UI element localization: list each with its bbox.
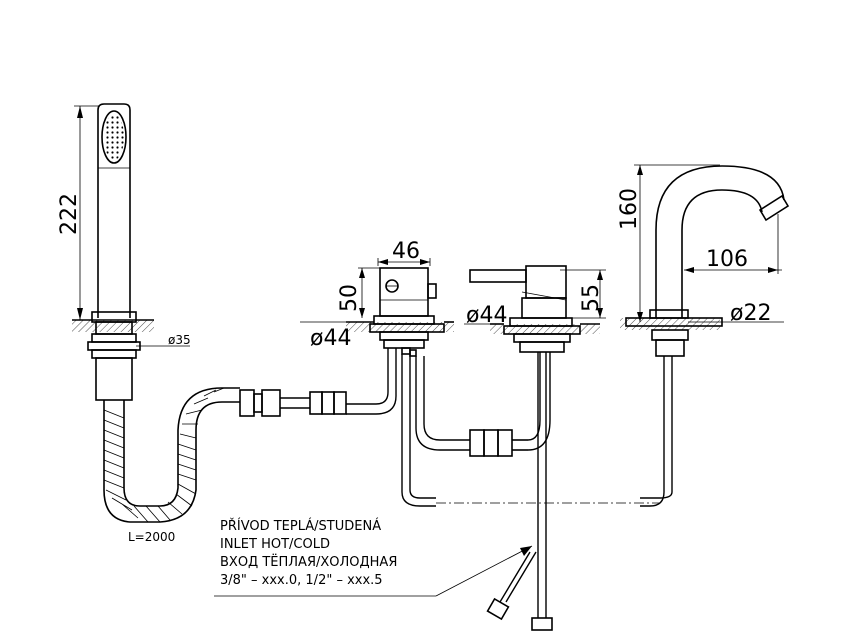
mixer-valve: 55 ø44 <box>464 265 606 631</box>
diverter-height-label: 50 <box>337 284 362 312</box>
inlet-note-line4: 3/8" – xxx.0, 1/2" – xxx.5 <box>220 573 383 588</box>
mixer-height-label: 55 <box>579 284 604 312</box>
inlet-note-line1: PŘÍVOD TEPLÁ/STUDENÁ <box>220 518 381 534</box>
inlet-note: PŘÍVOD TEPLÁ/STUDENÁ INLET HOT/COLD ВХОД… <box>214 518 533 597</box>
shower-head-icon <box>101 110 127 164</box>
handshower-diameter-label: ø35 <box>168 333 191 347</box>
spout-diameter-label: ø22 <box>730 301 771 326</box>
diverter-diameter-label: ø44 <box>310 326 351 351</box>
mixer-diameter-label: ø44 <box>466 303 507 328</box>
spout-height-label: 160 <box>617 188 642 230</box>
hand-shower: 222 ø35 L=2000 <box>57 103 347 544</box>
hose-length-label: L=2000 <box>128 530 175 544</box>
spout-reach-label: 106 <box>706 247 748 272</box>
inlet-note-line2: INLET HOT/COLD <box>220 537 330 552</box>
handshower-height-label: 222 <box>57 193 82 235</box>
diverter-valve: 46 50 ø44 <box>300 239 470 507</box>
spout: 160 106 ø22 <box>617 164 790 507</box>
inlet-note-line3: ВХОД ТЁПЛАЯ/ХОЛОДНАЯ <box>220 554 397 570</box>
diverter-width-label: 46 <box>392 239 420 264</box>
